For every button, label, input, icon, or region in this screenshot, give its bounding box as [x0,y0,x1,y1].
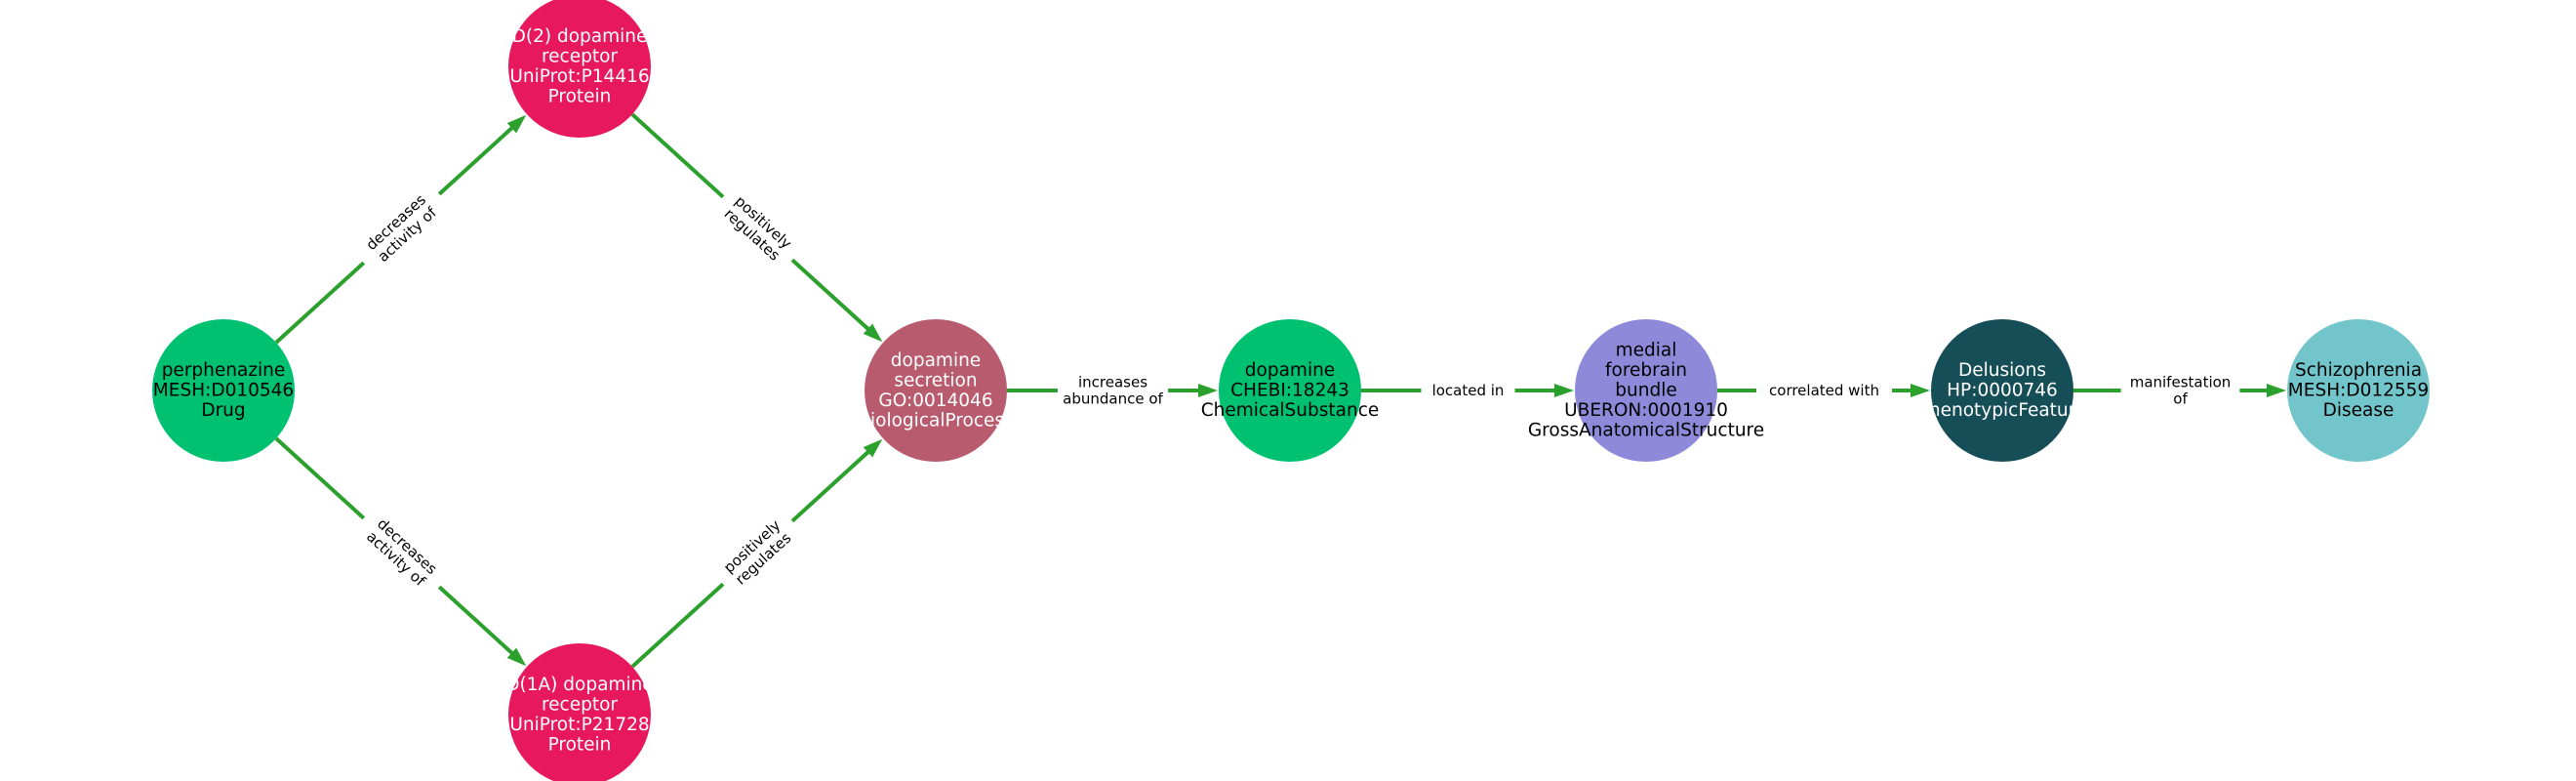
arrowhead [1198,384,1218,397]
node-label-line: ChemicalSubstance [1201,400,1380,421]
node-dopamine_secretion: dopaminesecretionGO:0014046BiologicalPro… [858,319,1014,462]
edge-label-background [710,183,805,274]
node-label-line: MESH:D012559 [2288,381,2429,401]
node-label-line: UBERON:0001910 [1564,400,1728,421]
node-label-line: CHEBI:18243 [1230,381,1349,401]
edge-label-line: of [2173,390,2188,408]
edge-label-line: manifestation [2130,374,2232,391]
node-label-line: UniProt:P21728 [509,715,649,735]
node-label-line: Delusions [1958,360,2046,381]
edge-dopamine-mfb: located in [1361,380,1574,401]
node-label-line: medial [1616,341,1677,361]
edge-label-background [1057,372,1169,409]
arrowhead [2267,384,2286,397]
node-label-line: receptor [542,46,618,66]
arrowhead [1911,384,1930,397]
node-label-line: GO:0014046 [878,390,992,411]
node-label-line: Schizophrenia [2295,360,2422,381]
node-label-line: Protein [548,734,612,755]
node-circle [1931,319,2073,462]
arrowhead [863,323,883,343]
node-label-line: receptor [542,694,618,715]
node-mfb: medialforebrainbundleUBERON:0001910Gross… [1528,319,1764,462]
edge-mfb-delusions: correlated with [1717,380,1930,401]
node-label-line: UniProt:P14416 [509,66,649,87]
arrowhead [506,647,527,667]
arrowhead [1554,384,1574,397]
node-circle [2287,319,2430,462]
node-label-line: perphenazine [162,360,286,381]
node-label-line: bundle [1615,381,1676,401]
node-d2: D(2) dopaminereceptorUniProt:P14416Prote… [508,0,651,138]
node-label-line: dopamine [891,350,981,371]
edge-label-background [351,504,452,601]
edge-label-line: increases [1078,374,1147,391]
node-circle [152,319,295,462]
edge-label-background [710,507,805,598]
edge-label-background [351,180,452,277]
node-label-line: D(1A) dopamine [505,675,653,695]
node-circle [1219,319,1361,462]
node-label-line: Protein [548,86,612,106]
node-label-line: GrossAnatomicalStructure [1528,421,1764,441]
edge-label: located in [1421,380,1515,401]
edge-label-line: located in [1432,382,1505,399]
node-label-line: secretion [894,370,977,390]
edge-label: correlated with [1756,380,1892,401]
node-label-line: Drug [201,400,245,421]
edge-label-line: abundance of [1063,390,1163,408]
node-label-line: HP:0000746 [1947,381,2058,401]
node-label-line: BiologicalProcess [858,410,1013,431]
node-label-line: Disease [2323,400,2395,421]
edge-label-background [1756,380,1892,401]
node-circle [865,319,1007,462]
edge-label-background [2120,372,2240,409]
node-circle [1575,319,1717,462]
node-circle [508,643,651,781]
node-label-line: MESH:D010546 [153,381,294,401]
node-circle [508,0,651,138]
arrowhead [506,114,527,134]
node-label-line: dopamine [1245,360,1335,381]
edge-label-background [1421,380,1515,401]
node-label-line: PhenotypicFeature [1918,400,2086,421]
arrowhead [863,438,883,458]
edge-label-line: correlated with [1769,382,1879,399]
node-d1a: D(1A) dopaminereceptorUniProt:P21728Prot… [505,643,654,781]
node-label-line: forebrain [1605,360,1687,381]
node-label-line: D(2) dopamine [512,26,648,47]
